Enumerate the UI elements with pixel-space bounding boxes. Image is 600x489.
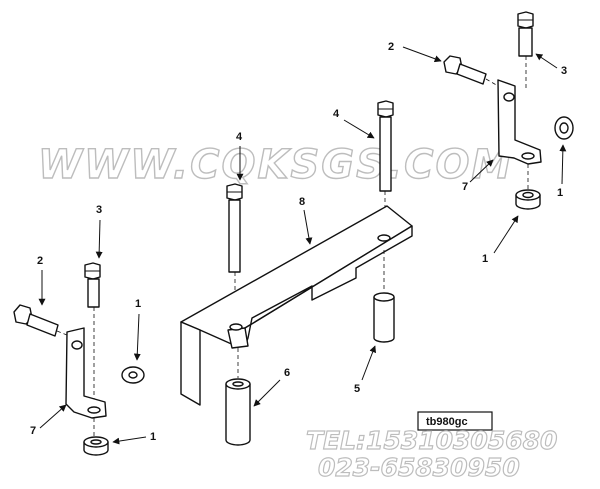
washer-1-left-side (121, 366, 145, 384)
watermark-phone: 023-65830950 (318, 453, 520, 482)
callout-1: 1 (557, 187, 563, 199)
bolt-3-top-right (517, 11, 534, 57)
washer-1-left-bottom (83, 436, 109, 456)
spacer-5 (373, 292, 395, 343)
callout-5: 5 (354, 383, 360, 395)
reference-code: tb980gc (426, 416, 468, 428)
callout-7: 7 (462, 181, 468, 193)
bracket-assembly-top-right (443, 11, 574, 210)
callout-1: 1 (482, 253, 488, 265)
callout-3: 3 (561, 65, 567, 77)
bolt-2-left (13, 304, 59, 337)
bracket-assembly-left (13, 262, 145, 456)
bracket-8 (180, 205, 413, 406)
callout-1: 1 (150, 431, 156, 443)
callout-4: 4 (236, 131, 243, 143)
bracket-assembly-middle (180, 100, 413, 446)
callout-2: 2 (37, 255, 43, 267)
spacer-6 (225, 378, 251, 446)
callout-6: 6 (284, 367, 290, 379)
callout-2: 2 (388, 41, 394, 53)
callout-7: 7 (30, 425, 36, 437)
callout-8: 8 (299, 196, 305, 208)
watermark-site: WWW.CQKSGS.COM (38, 142, 513, 188)
watermark-tel: TEL:15310305680 (306, 426, 557, 455)
bolt-2-top-right (443, 55, 487, 85)
washer-1-right (554, 116, 574, 140)
callout-labels: 2 3 7 1 1 4 4 8 5 6 3 2 1 7 1 (30, 41, 567, 445)
callout-4: 4 (333, 108, 340, 120)
washer-1-bottom-top-right (515, 189, 541, 210)
bolt-3-left (84, 262, 101, 308)
bracket-7-top-right (497, 79, 542, 165)
reference-code-box: tb980gc (417, 411, 493, 431)
bolt-4-right (377, 100, 394, 192)
callout-3: 3 (96, 204, 102, 216)
callout-1: 1 (135, 298, 141, 310)
bracket-7-left (65, 327, 107, 419)
bolt-4-left (226, 183, 243, 273)
